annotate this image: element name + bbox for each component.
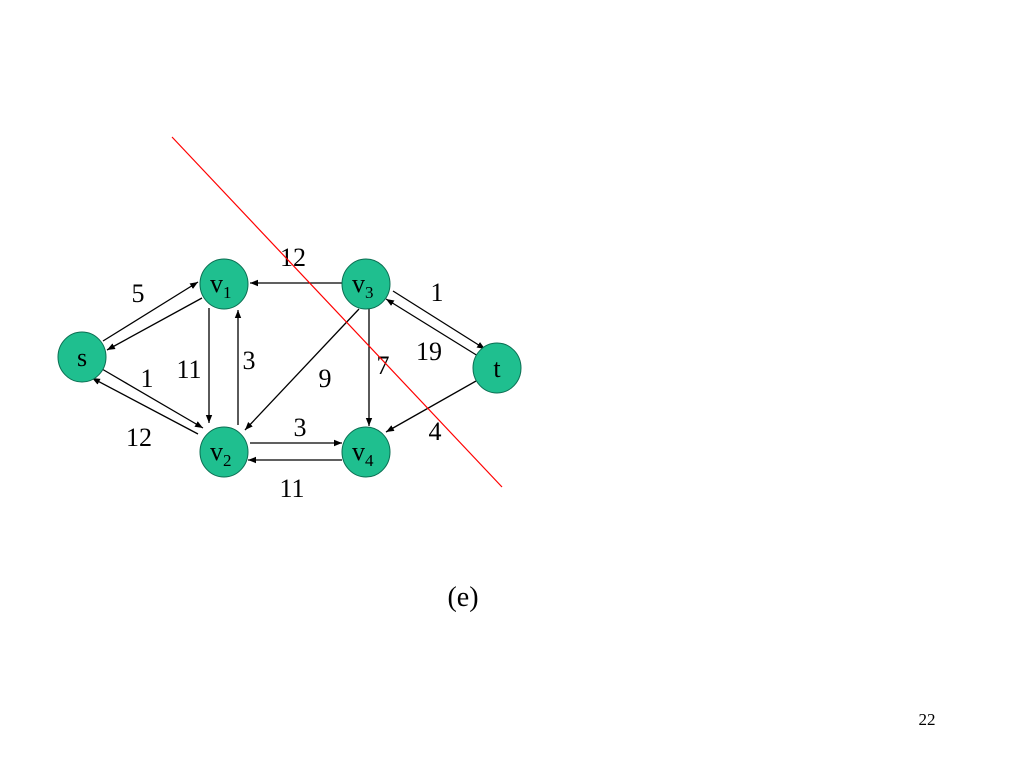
node-v4-label: v4	[352, 437, 374, 470]
page-number: 22	[919, 710, 936, 729]
node-t: t	[472, 342, 522, 394]
node-t-circle	[472, 342, 522, 394]
edge-v1-s	[106, 297, 203, 351]
edge-v2-s	[91, 377, 199, 435]
node-v3: v3	[341, 258, 391, 310]
weight-s-v2: 1	[141, 364, 154, 393]
weight-v3-v2: 9	[319, 364, 332, 393]
edge-v3-v2	[244, 308, 360, 431]
edge-t-v4	[385, 380, 477, 433]
weight-t-v4: 4	[429, 417, 442, 446]
node-v2-label: v2	[210, 437, 232, 470]
weight-v3-v1: 12	[280, 243, 306, 272]
node-t-label: t	[493, 354, 501, 383]
edge-s-v2	[101, 368, 204, 429]
node-v2-circle	[199, 426, 249, 478]
node-s-label: s	[77, 343, 87, 372]
weight-v3-v4: 7	[377, 351, 390, 380]
node-s: s	[57, 331, 107, 383]
weight-v2-v1: 3	[243, 346, 256, 375]
weight-v3-t: 1	[431, 278, 444, 307]
edge-v3-t	[392, 290, 486, 350]
weight-v2-v4: 3	[294, 413, 307, 442]
figure-caption: (e)	[447, 582, 478, 613]
node-v1-label: v1	[210, 269, 232, 302]
edge-weights: 5 1 12 11 3 12 9 7 3 11 1 19 4	[126, 243, 444, 503]
weight-s-v1: 5	[132, 279, 145, 308]
weight-v1-v2: 11	[176, 355, 201, 384]
edges	[91, 279, 486, 464]
edge-s-v1	[102, 281, 199, 342]
weight-v2-s: 12	[126, 423, 152, 452]
cut-line	[171, 136, 503, 488]
node-v4: v4	[341, 426, 391, 478]
node-v3-circle	[341, 258, 391, 310]
weight-v4-v2: 11	[279, 474, 304, 503]
node-v2: v2	[199, 426, 249, 478]
node-v1: v1	[199, 258, 249, 310]
node-s-circle	[57, 331, 107, 383]
edge-t-v3	[385, 298, 479, 357]
node-v1-circle	[199, 258, 249, 310]
weight-t-v3: 19	[416, 337, 442, 366]
node-v4-circle	[341, 426, 391, 478]
node-v3-label: v3	[352, 269, 374, 302]
